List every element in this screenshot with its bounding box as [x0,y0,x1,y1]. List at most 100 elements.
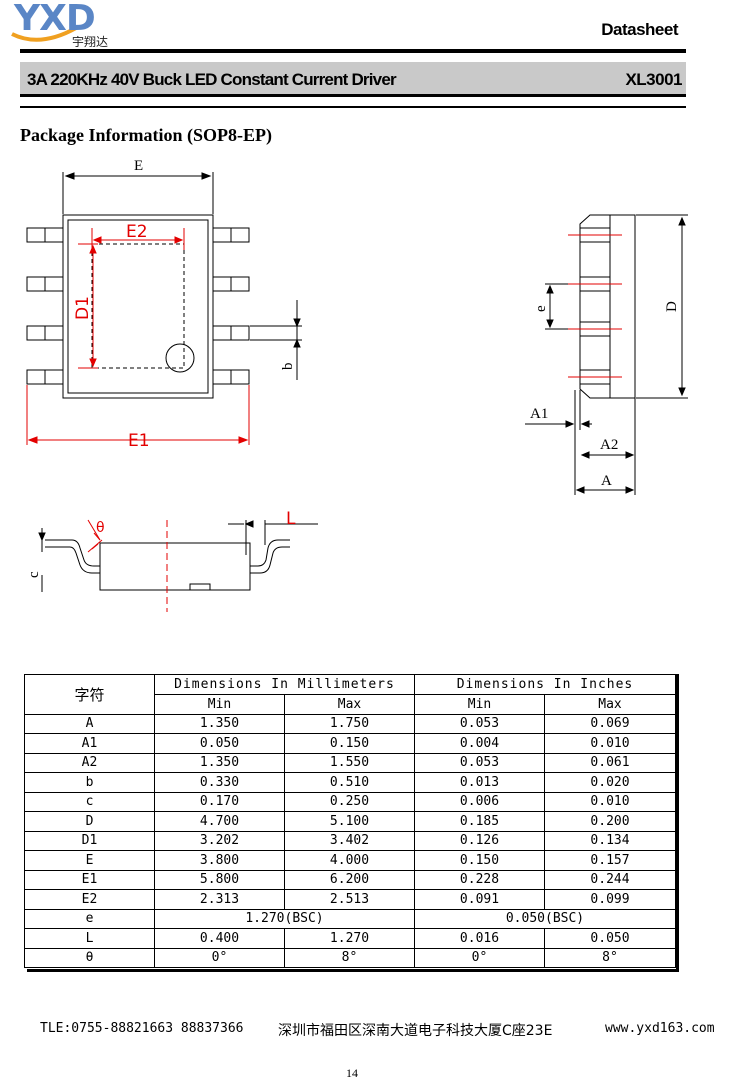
label-a2: A2 [600,437,618,453]
label-d: D [664,301,680,312]
title-rule [20,106,686,108]
logo-text: YXD [14,0,96,39]
label-c: c [26,571,42,578]
in-max-cell: 0.010 [544,791,676,812]
mm-min-cell: 0.330 [154,772,285,793]
mm-min-cell: 3.202 [154,830,285,851]
footer-website: www.yxd163.com [605,1021,715,1036]
in-min-cell: 0.185 [414,811,545,832]
in-min-header: Min [414,694,545,715]
symbol-cell: c [24,791,155,812]
symbol-cell: b [24,772,155,793]
table-shadow-right [676,674,679,971]
symbol-cell: D1 [24,830,155,851]
in-min-cell: 0.016 [414,928,545,949]
page-number: 14 [346,1066,358,1080]
mm-max-cell: 0.150 [284,733,415,754]
mm-min-cell: 2.313 [154,889,285,910]
symbol-cell: D [24,811,155,832]
mm-max-cell: 1.270 [284,928,415,949]
in-min-cell: 0° [414,947,545,968]
mm-group-header: Dimensions In Millimeters [154,674,415,695]
symbol-cell: A1 [24,733,155,754]
in-max-cell: 0.069 [544,713,676,734]
mm-min-cell: 0.170 [154,791,285,812]
symbol-cell: e [24,908,155,929]
in-bsc-cell: 0.050(BSC) [414,908,676,929]
mm-max-cell: 4.000 [284,850,415,871]
inch-group-header: Dimensions In Inches [414,674,676,695]
mm-min-cell: 0.050 [154,733,285,754]
label-e-width: E [134,158,143,174]
in-min-cell: 0.053 [414,713,545,734]
header-rule [20,49,686,53]
label-a1: A1 [530,406,548,422]
in-max-cell: 0.099 [544,889,676,910]
symbol-cell: A [24,713,155,734]
symbol-cell: θ [24,947,155,968]
symbol-cell: E1 [24,869,155,890]
mm-bsc-cell: 1.270(BSC) [154,908,415,929]
in-max-cell: 0.061 [544,752,676,773]
mm-min-cell: 3.800 [154,850,285,871]
package-drawing: E2 D1 E1 E b e [26,158,688,612]
in-max-cell: 0.134 [544,830,676,851]
in-min-cell: 0.091 [414,889,545,910]
label-a: A [601,473,612,489]
logo-chinese-name: 宇翔达 [72,35,109,49]
symbol-cell: E2 [24,889,155,910]
footer-tel: TLE:0755-88821663 88837366 [40,1021,244,1036]
mm-min-cell: 4.700 [154,811,285,832]
doc-title: 3A 220KHz 40V Buck LED Constant Current … [27,70,397,89]
mm-max-cell: 2.513 [284,889,415,910]
mm-max-cell: 8° [284,947,415,968]
in-max-cell: 8° [544,947,676,968]
in-max-cell: 0.244 [544,869,676,890]
in-min-cell: 0.228 [414,869,545,890]
symbol-cell: L [24,928,155,949]
in-max-cell: 0.050 [544,928,676,949]
label-pitch-e: e [533,305,549,312]
mm-max-cell: 0.250 [284,791,415,812]
section-title: Package Information (SOP8-EP) [20,125,272,145]
label-d1: D1 [73,296,93,320]
mm-min-cell: 0° [154,947,285,968]
in-min-cell: 0.126 [414,830,545,851]
footer-address: 深圳市福田区深南大道电子科技大厦C座23E [278,1023,553,1039]
title-bar [20,62,686,97]
in-max-header: Max [544,694,676,715]
in-min-cell: 0.150 [414,850,545,871]
in-min-cell: 0.053 [414,752,545,773]
label-theta: θ [96,520,105,536]
in-min-cell: 0.006 [414,791,545,812]
mm-min-cell: 0.400 [154,928,285,949]
in-max-cell: 0.200 [544,811,676,832]
top-view-body-outline [62,214,214,399]
mm-max-header: Max [284,694,415,715]
in-max-cell: 0.010 [544,733,676,754]
in-min-cell: 0.004 [414,733,545,754]
mm-max-cell: 1.750 [284,713,415,734]
logo-swoosh-icon [11,26,77,42]
mm-min-header: Min [154,694,285,715]
label-l: L [286,509,296,529]
mm-max-cell: 5.100 [284,811,415,832]
symbol-header: 字符 [24,674,155,715]
in-max-cell: 0.157 [544,850,676,871]
mm-min-cell: 5.800 [154,869,285,890]
label-e1: E1 [128,431,150,451]
table-shadow-bottom [27,969,679,972]
mm-max-cell: 6.200 [284,869,415,890]
